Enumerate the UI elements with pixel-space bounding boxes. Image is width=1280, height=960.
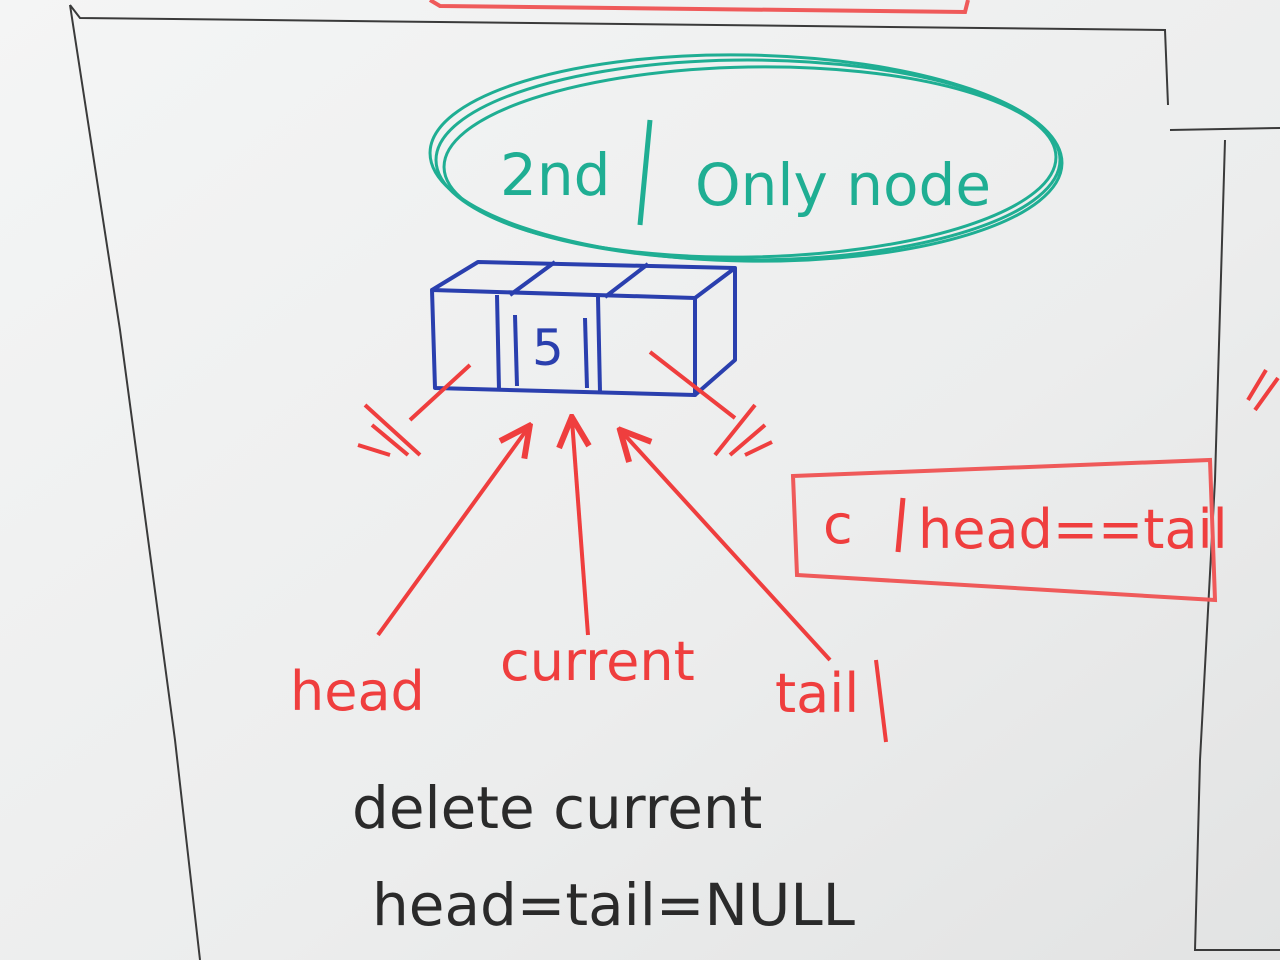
- condition-divider: [895, 497, 906, 553]
- tail-arrow: [622, 432, 832, 662]
- top-red-box-fragment: [428, 0, 970, 15]
- case-number: 2nd: [500, 141, 610, 209]
- code-line-delete: delete current: [352, 774, 762, 842]
- code-line-null: head=tail=NULL: [372, 871, 855, 939]
- list-node: [430, 260, 737, 397]
- current-arrow: [572, 420, 588, 636]
- node-divider-2: [596, 296, 602, 393]
- null-marker-left: [357, 363, 472, 457]
- case-heading: 2nd Only node: [428, 53, 1064, 263]
- heading-divider: [637, 119, 653, 226]
- condition-expression: head==tail: [918, 498, 1228, 561]
- condition-frame: [790, 457, 1218, 603]
- node-inner-line: [513, 314, 519, 387]
- node-top-divider-2: [603, 262, 650, 299]
- node-divider-1: [495, 294, 501, 391]
- pointer-arrows: [376, 420, 832, 662]
- heading-oval: [428, 53, 1064, 263]
- node-value: 5: [532, 319, 564, 377]
- node-inner-line-2: [583, 317, 589, 389]
- tail-label: tail: [775, 662, 859, 725]
- condition-box: c head==tail: [790, 457, 1228, 603]
- right-edge-marks: [1246, 368, 1280, 412]
- head-arrow: [376, 428, 528, 637]
- head-label: head: [290, 660, 425, 723]
- current-label: current: [500, 630, 695, 693]
- node-top-divider-1: [508, 260, 557, 297]
- node-top-face: [430, 260, 737, 300]
- case-title: Only node: [695, 151, 991, 219]
- node-side-face: [693, 268, 737, 397]
- tail-label-stroke: [874, 659, 888, 743]
- board-frame: [69, 4, 1280, 960]
- null-marker-right: [648, 350, 773, 457]
- condition-label: c: [823, 493, 853, 556]
